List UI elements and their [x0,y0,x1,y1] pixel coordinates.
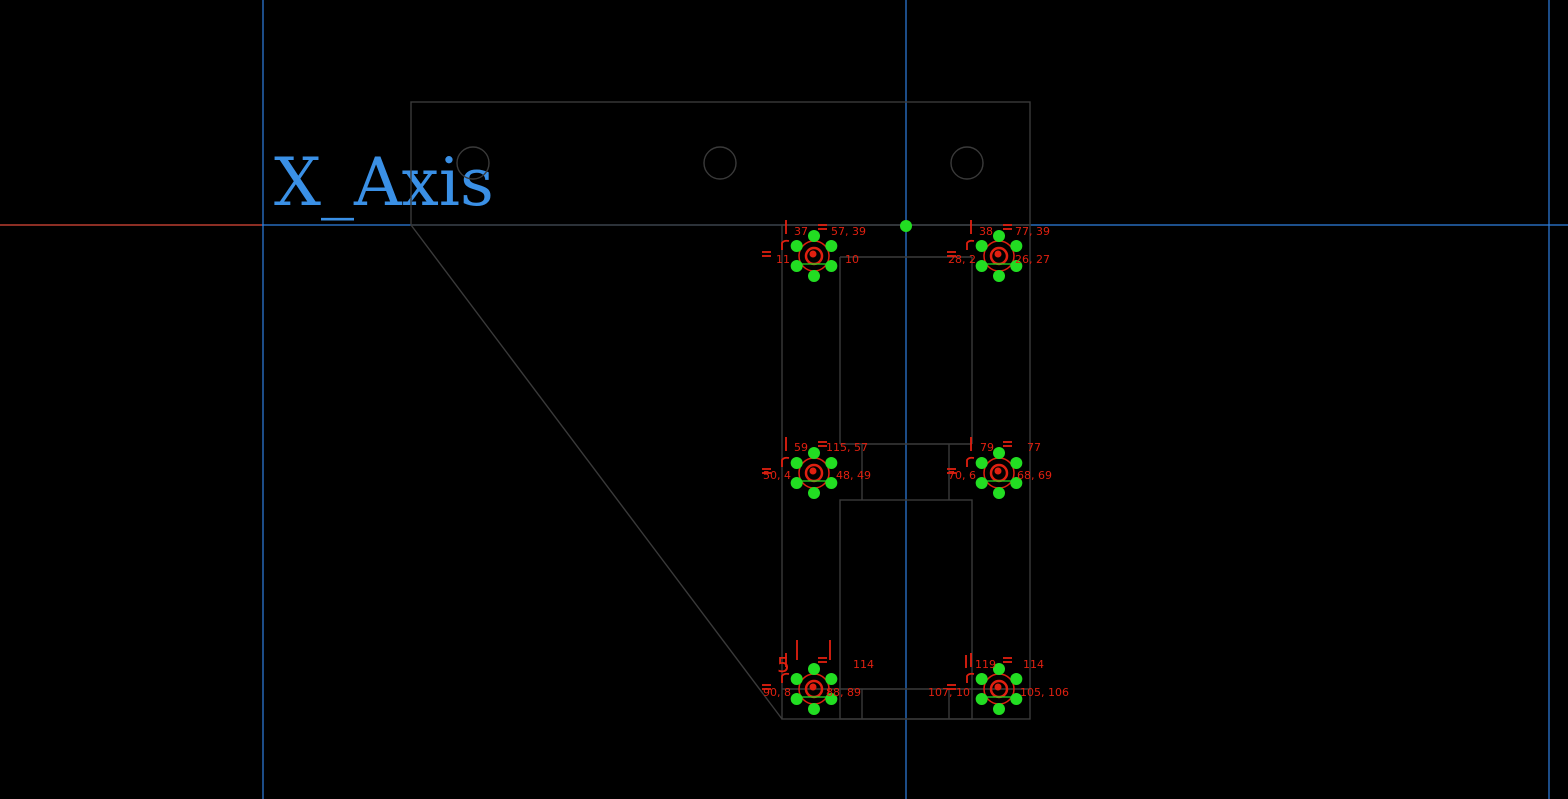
constraint-label[interactable]: 77, 39 [1015,225,1050,238]
diagonal-edge[interactable] [410,224,783,720]
constraint-label[interactable]: 68, 69 [1017,469,1052,482]
handle-point[interactable] [975,477,988,489]
origin-point[interactable] [900,220,912,232]
handle-point[interactable] [825,673,838,685]
handle-point[interactable] [790,240,803,252]
handle-point[interactable] [975,240,988,252]
constraint-label[interactable]: 119 [975,658,996,671]
handle-point[interactable] [993,447,1005,459]
handle-point[interactable] [993,270,1005,282]
handle-point[interactable] [993,663,1005,675]
constraint-labels: 37 57, 39 11 10 38 77, 39 28, 2 26, 27 5… [763,225,1069,699]
handle-point[interactable] [808,663,820,675]
center-point[interactable] [809,683,817,691]
center-point[interactable] [994,250,1002,258]
inner-slot[interactable] [839,499,973,720]
constraint-glyph[interactable]: 5 [777,653,790,677]
handle-point[interactable] [1010,673,1023,685]
coincident-constraint[interactable] [966,672,975,683]
handle-point[interactable] [993,703,1005,715]
constraint-label[interactable]: 28, 2 [948,253,976,266]
handle-point[interactable] [825,477,838,489]
constraint-label[interactable]: 57, 39 [831,225,866,238]
constraint-label[interactable]: 37 [794,225,808,238]
handle-point[interactable] [1010,240,1023,252]
hole-circle[interactable] [456,146,490,180]
constraint-label[interactable]: 11 [776,253,790,266]
handle-point[interactable] [808,230,820,242]
constraint-label[interactable]: 59 [794,441,808,454]
constraint-label[interactable]: 115, 57 [826,441,868,454]
constraint-label[interactable]: 10 [845,253,859,266]
center-point[interactable] [809,467,817,475]
handle-point[interactable] [825,260,838,272]
handle-point[interactable] [825,693,838,705]
coincident-constraint[interactable] [781,239,790,250]
handle-point[interactable] [808,703,820,715]
constraint-label[interactable]: 70, 6 [948,469,976,482]
handle-point[interactable] [975,693,988,705]
handle-point[interactable] [975,260,988,272]
center-point[interactable] [994,467,1002,475]
constraint-label[interactable]: 90, 8 [763,686,791,699]
hole-circle[interactable] [950,146,984,180]
handle-point[interactable] [790,477,803,489]
handle-point[interactable] [825,457,838,469]
handle-point[interactable] [808,487,820,499]
coincident-constraint[interactable] [966,239,975,250]
constraint-label[interactable]: 77 [1027,441,1041,454]
constraint-label[interactable]: 114 [1023,658,1044,671]
coincident-constraint[interactable] [966,456,975,467]
handle-point[interactable] [825,240,838,252]
sketch-geometry[interactable] [410,101,1031,720]
handle-point[interactable] [790,693,803,705]
handle-point[interactable] [993,487,1005,499]
constraint-label[interactable]: 48, 49 [836,469,871,482]
constraint-label[interactable]: 79 [980,441,994,454]
handle-point[interactable] [975,457,988,469]
constraint-label[interactable]: 50, 4 [763,469,791,482]
handle-point[interactable] [1010,693,1023,705]
handle-point[interactable] [1010,260,1023,272]
handle-point[interactable] [808,270,820,282]
top-plate-outline[interactable] [410,101,1031,226]
constraint-label[interactable]: 88, 89 [826,686,861,699]
constraint-label[interactable]: 26, 27 [1015,253,1050,266]
constraint-label[interactable]: 38 [979,225,993,238]
constraint-label[interactable]: 107, 10 [928,686,970,699]
axis-label: X_Axis [274,144,494,221]
handle-point[interactable] [993,230,1005,242]
handle-point[interactable] [790,260,803,272]
fastener-clusters[interactable] [762,220,1023,715]
handle-point[interactable] [1010,457,1023,469]
handle-point[interactable] [1010,477,1023,489]
handle-point[interactable] [808,447,820,459]
constraint-label[interactable]: 114 [853,658,874,671]
handle-point[interactable] [975,673,988,685]
handle-point[interactable] [790,673,803,685]
coincident-constraint[interactable] [781,672,790,683]
center-point[interactable] [994,683,1002,691]
center-point[interactable] [809,250,817,258]
constraint-label[interactable]: 105, 106 [1020,686,1069,699]
coincident-constraint[interactable] [781,456,790,467]
hole-circle[interactable] [703,146,737,180]
handle-point[interactable] [790,457,803,469]
